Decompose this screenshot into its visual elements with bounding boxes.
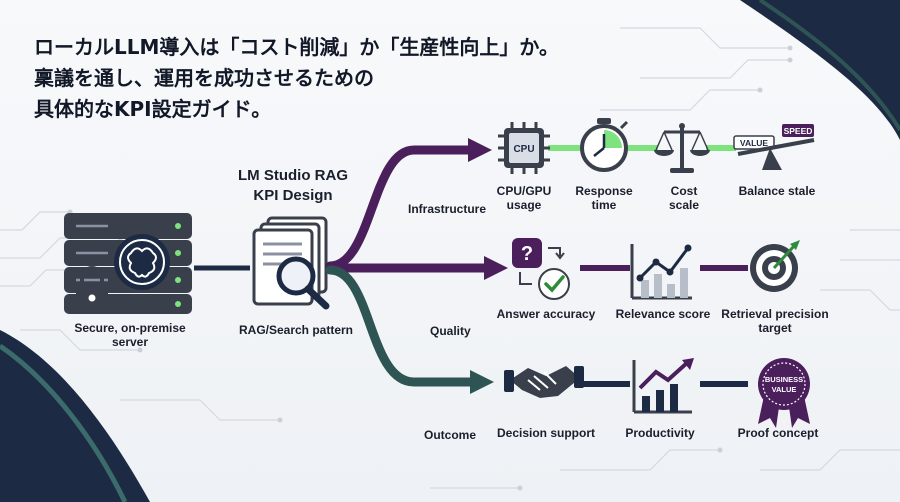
kpi-cpu-gpu-usage-line2: usage bbox=[506, 198, 542, 212]
kpi-answer-accuracy: Answer accuracy bbox=[496, 307, 596, 321]
handshake-icon bbox=[504, 366, 584, 398]
title-line-3: 具体的なKPI設定ガイド。 bbox=[34, 97, 272, 121]
lock-icon bbox=[76, 266, 108, 312]
flow-to-outcome bbox=[325, 265, 475, 387]
seesaw-icon: VALUE SPEED bbox=[733, 124, 815, 170]
productivity-chart-icon bbox=[632, 358, 694, 414]
kpi-cost-scale-line1: Cost bbox=[670, 184, 698, 198]
kpi-balance-stale: Balance stale bbox=[738, 184, 816, 198]
seesaw-speed-label: SPEED bbox=[784, 126, 813, 136]
relevance-chart-icon bbox=[630, 244, 692, 300]
kpi-response-time: Response time bbox=[564, 184, 644, 212]
stopwatch-icon bbox=[580, 118, 629, 172]
center-title-line2: KPI Design bbox=[253, 187, 333, 204]
kpi-relevance-score: Relevance score bbox=[615, 307, 711, 321]
badge-line2: VALUE bbox=[772, 385, 797, 394]
brain-chip-icon bbox=[114, 234, 170, 290]
kpi-decision-support: Decision support bbox=[496, 426, 595, 440]
arrow-infrastructure bbox=[468, 138, 492, 162]
kpi-response-time-line1: Response bbox=[575, 184, 633, 198]
top-right-teal-accent bbox=[758, 0, 900, 132]
server-label-line2: server bbox=[111, 335, 149, 349]
arrow-outcome bbox=[470, 370, 494, 394]
category-quality: Quality bbox=[430, 324, 471, 338]
server-label: Secure, on-premise server bbox=[60, 321, 200, 349]
kpi-cost-scale-line2: scale bbox=[668, 198, 700, 212]
target-icon bbox=[750, 240, 800, 292]
center-title: LM Studio RAG KPI Design bbox=[228, 166, 358, 206]
kpi-retrieval-precision-line1: Retrieval precision bbox=[721, 307, 829, 321]
kpi-retrieval-precision: Retrieval precision target bbox=[720, 307, 830, 335]
kpi-retrieval-precision-line2: target bbox=[758, 321, 792, 335]
kpi-response-time-line2: time bbox=[591, 198, 617, 212]
business-value-badge-icon: BUSINESS VALUE bbox=[758, 358, 810, 428]
circuit-traces bbox=[0, 27, 900, 489]
title-line-2: 稟議を通し、運用を成功させるための bbox=[34, 66, 374, 90]
title-line-1: ローカルLLM導入は「コスト削減」か「生産性向上」か。 bbox=[34, 35, 559, 59]
cpu-chip-icon: CPU bbox=[498, 122, 550, 174]
question-check-icon: ? bbox=[512, 238, 570, 300]
flow-to-infrastructure bbox=[325, 145, 473, 271]
category-infrastructure: Infrastructure bbox=[408, 202, 487, 216]
seesaw-value-label: VALUE bbox=[740, 138, 769, 148]
svg-text:?: ? bbox=[521, 243, 533, 265]
server-label-line1: Secure, on-premise bbox=[74, 321, 186, 335]
kpi-cost-scale: Cost scale bbox=[644, 184, 724, 212]
cpu-label: CPU bbox=[513, 144, 534, 155]
bottom-left-teal-accent bbox=[0, 343, 128, 502]
kpi-cpu-gpu-usage: CPU/GPU usage bbox=[484, 184, 564, 212]
document-search-icon bbox=[252, 216, 330, 310]
top-right-corner-shape bbox=[740, 0, 900, 140]
badge-line1: BUSINESS bbox=[765, 375, 803, 384]
kpi-cpu-gpu-usage-line1: CPU/GPU bbox=[496, 184, 552, 198]
page-title: ローカルLLM導入は「コスト削減」か「生産性向上」か。 稟議を通し、運用を成功さ… bbox=[34, 32, 654, 125]
center-title-line1: LM Studio RAG bbox=[238, 167, 348, 184]
category-outcome: Outcome bbox=[424, 428, 477, 442]
rag-pattern-label: RAG/Search pattern bbox=[238, 323, 354, 337]
kpi-productivity: Productivity bbox=[625, 426, 695, 440]
scale-icon bbox=[654, 123, 710, 173]
kpi-proof-concept: Proof concept bbox=[737, 426, 819, 440]
arrow-quality bbox=[484, 256, 508, 280]
